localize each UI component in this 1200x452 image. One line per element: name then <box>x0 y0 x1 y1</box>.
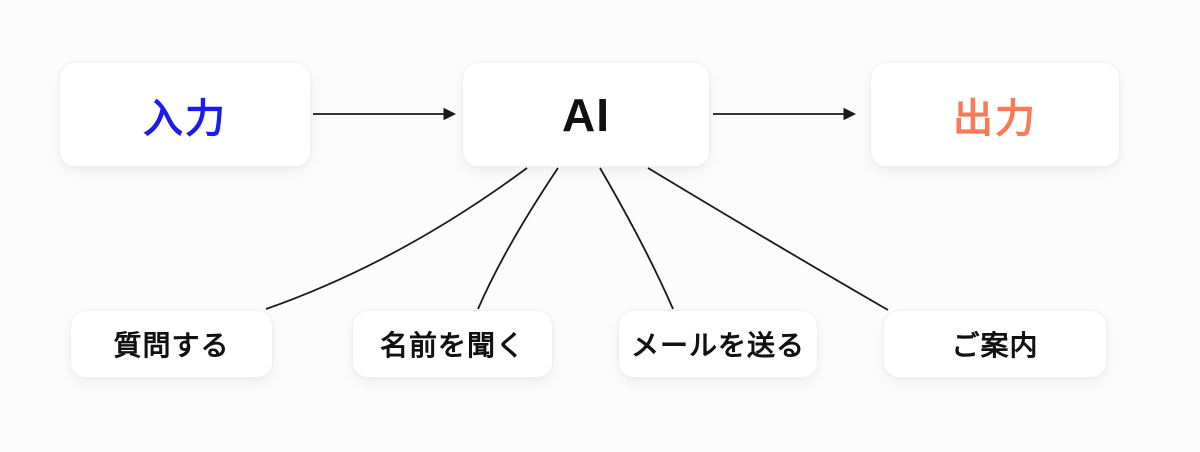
node-task-label: 質問する <box>113 330 230 361</box>
curve-ai-to-task0 <box>265 167 528 310</box>
node-task-guide: ご案内 <box>883 310 1107 378</box>
node-output: 出力 <box>870 62 1120 167</box>
curve-ai-to-task2 <box>599 167 674 310</box>
node-task-label: 名前を聞く <box>379 330 525 361</box>
curve-ai-to-task1 <box>477 167 559 310</box>
node-ai-label: AI <box>562 88 610 141</box>
node-output-label: 出力 <box>953 96 1037 141</box>
curve-ai-to-task3 <box>647 167 889 311</box>
node-task-label: ご案内 <box>951 330 1039 361</box>
node-task-send-mail: メールを送る <box>618 310 818 378</box>
node-input-label: 入力 <box>143 96 227 141</box>
node-task-ask-question: 質問する <box>70 310 273 378</box>
node-input: 入力 <box>59 62 311 167</box>
node-ai: AI <box>462 62 710 167</box>
node-task-label: メールを送る <box>630 330 805 361</box>
node-task-ask-name: 名前を聞く <box>352 310 553 378</box>
